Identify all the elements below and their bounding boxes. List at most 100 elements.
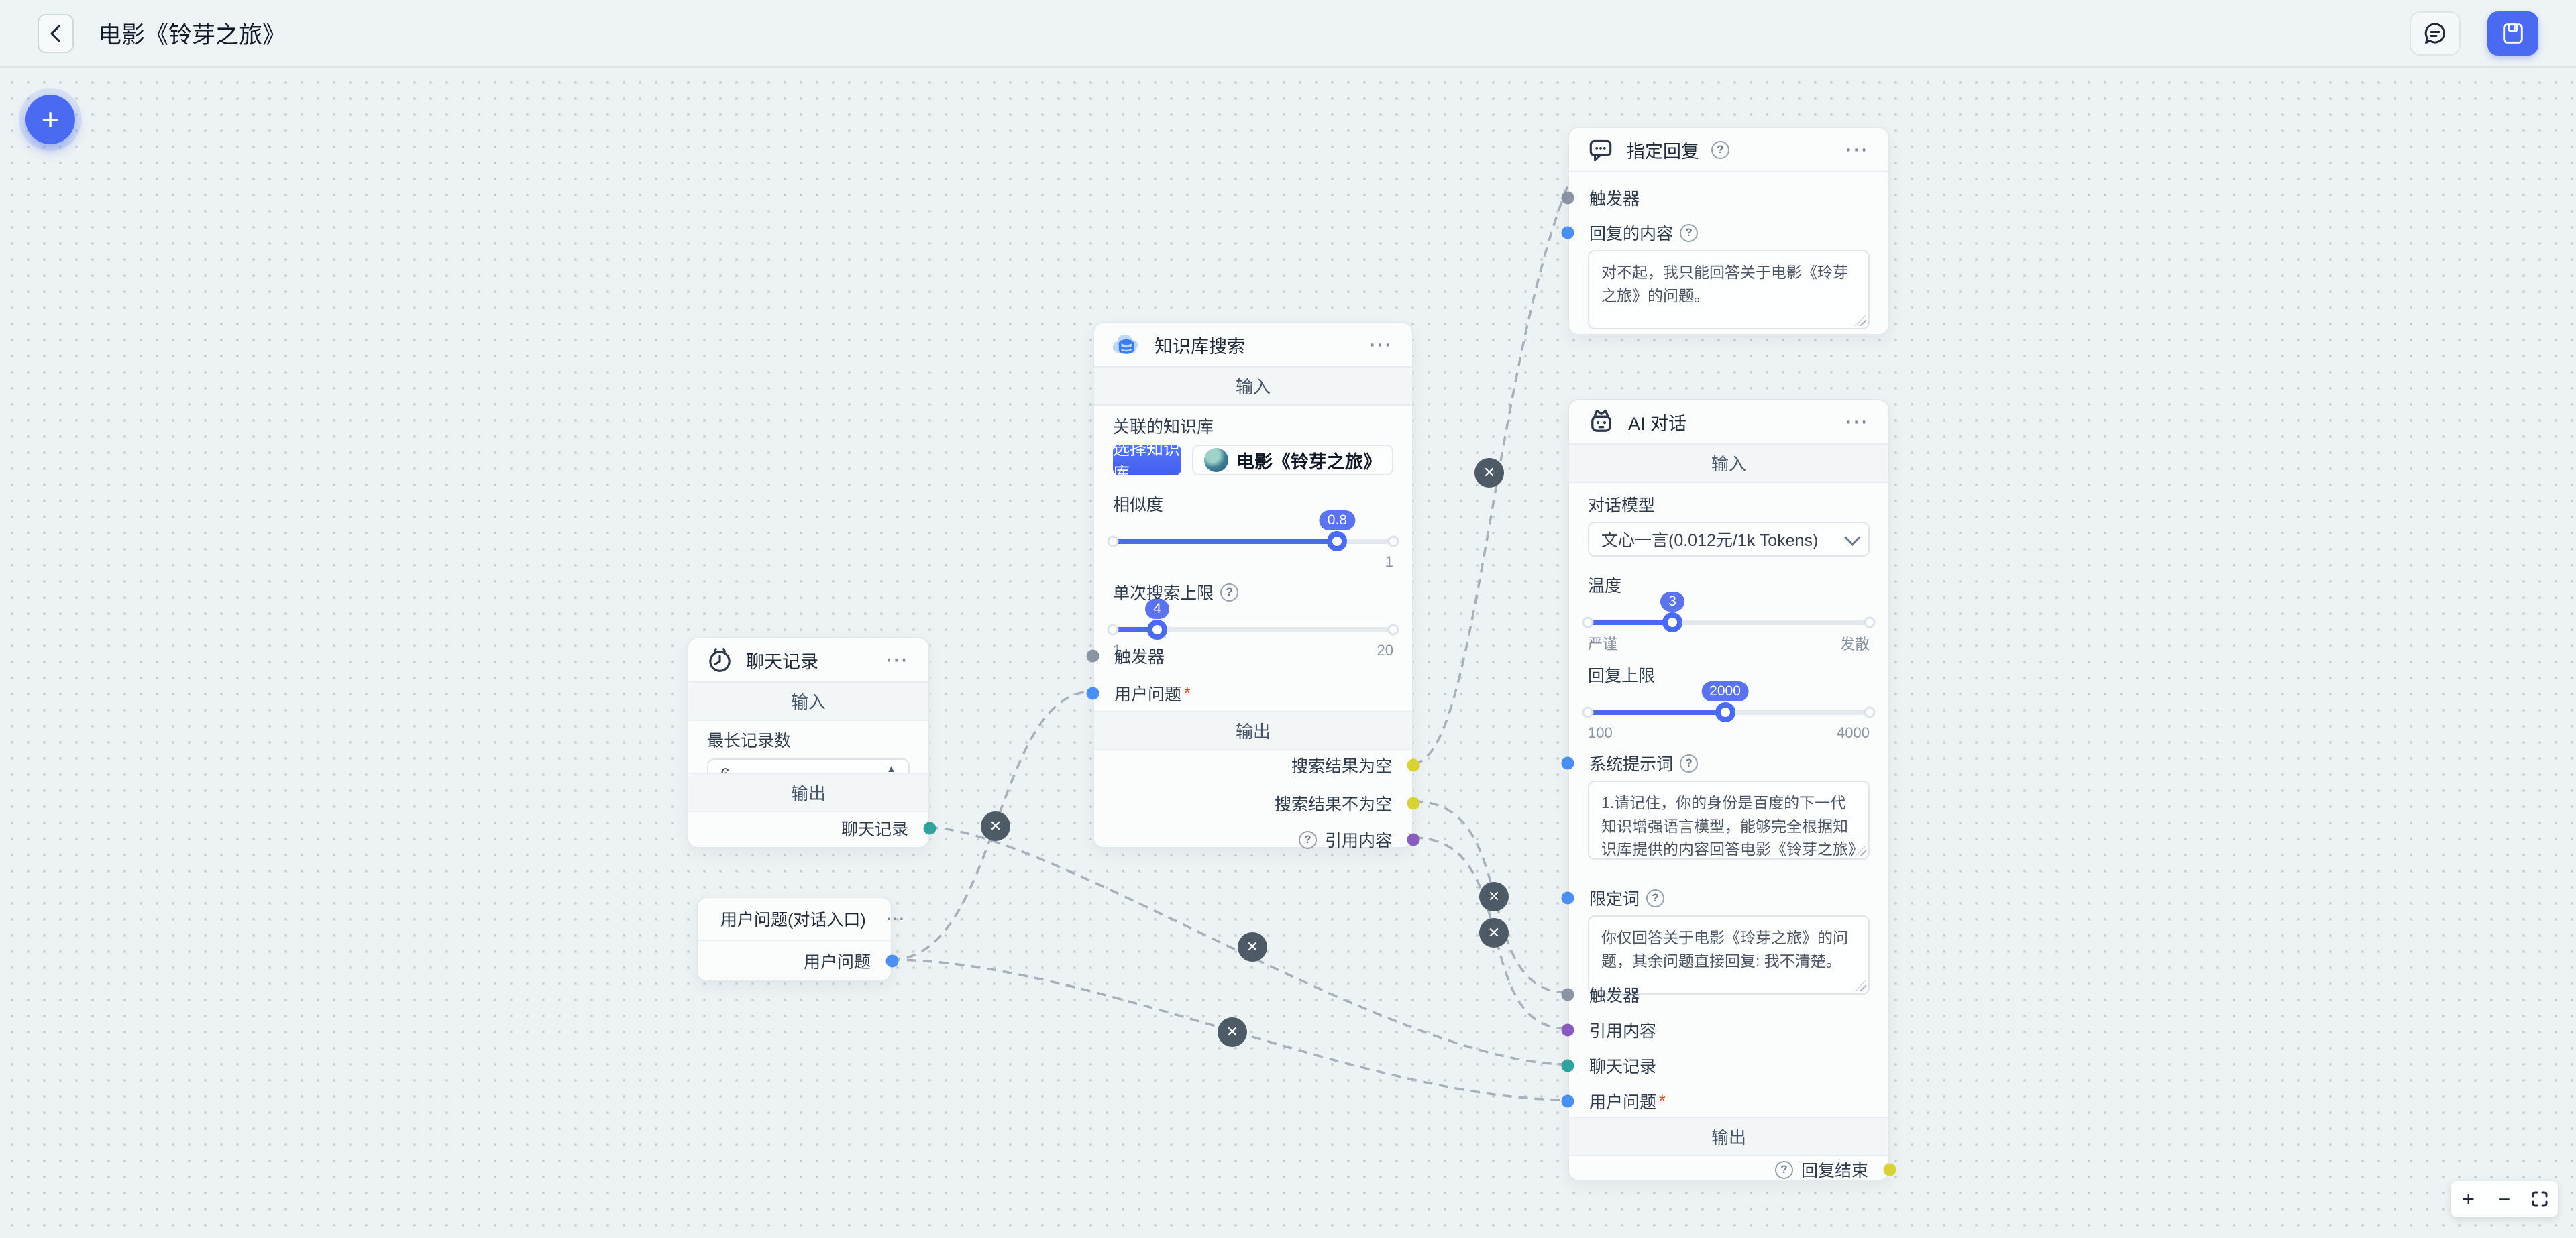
top-bar: 电影《铃芽之旅》 [0, 0, 2576, 68]
trigger-input-port[interactable] [1561, 191, 1574, 205]
edge-delete-button[interactable]: ✕ [1238, 932, 1267, 962]
chevron-down-icon [1844, 529, 1861, 546]
node-menu-button[interactable]: ⋯ [1368, 331, 1393, 357]
select-kb-button[interactable]: 选择知识库 [1113, 440, 1181, 483]
edge-delete-button[interactable]: ✕ [1474, 458, 1504, 488]
slider-handle[interactable] [1147, 620, 1168, 640]
qualifier-input-port[interactable] [1561, 891, 1574, 905]
output-section-header: 输出 [688, 773, 928, 812]
add-node-button[interactable]: + [25, 95, 75, 144]
input-section-header: 输入 [1094, 368, 1412, 406]
chat-test-button[interactable] [2410, 11, 2461, 56]
zoom-out-button[interactable]: − [2498, 1187, 2511, 1211]
trigger-label: 触发器 [1589, 190, 1640, 209]
node-chat-history[interactable]: 聊天记录 ⋯ 输入 最长记录数 6 ▲ ▼ 输出 聊天记录 [687, 637, 936, 848]
question-input-port[interactable] [1561, 1094, 1574, 1108]
reply-cap-slider[interactable]: 2000 [1582, 681, 1876, 724]
node-user-question[interactable]: 用户问题(对话入口) ⋯ 用户问题 [696, 897, 905, 982]
user-question-output-label: 用户问题 [803, 953, 871, 972]
search-not-empty-port-row: 搜索结果不为空 [1094, 786, 1420, 821]
edge-delete-button[interactable]: ✕ [1218, 1017, 1247, 1047]
kb-chip[interactable]: 电影《铃芽之旅》 [1192, 445, 1393, 475]
quote-output-port[interactable] [1407, 833, 1420, 846]
output-port-row: 聊天记录 [688, 811, 936, 846]
similarity-slider[interactable]: 0.8 [1107, 510, 1399, 553]
slider-handle[interactable] [1327, 531, 1348, 551]
chat-bubble-icon [2424, 22, 2445, 44]
quote-port-row: 引用内容 [1561, 1013, 1888, 1048]
node-title: 用户问题(对话入口) [720, 911, 866, 930]
node-ai-chat[interactable]: AI 对话 ⋯ 输入 对话模型 文心一言(0.012元/1k Tokens) 温… [1561, 399, 1896, 1181]
output-section-header: 输出 [1569, 1117, 1888, 1156]
knowledge-base-icon [1112, 334, 1138, 354]
search-limit-max-label: 20 [1377, 642, 1393, 659]
similarity-label: 相似度 [1113, 496, 1164, 514]
temperature-slider[interactable]: 3 [1582, 592, 1876, 634]
search-not-empty-output-port[interactable] [1407, 797, 1420, 810]
qualifier-textarea[interactable]: 你仅回答关于电影《玲芽之旅》的问题，其余问题直接回复: 我不清楚。 [1588, 915, 1870, 995]
clock-icon [709, 648, 731, 672]
fit-view-button[interactable] [2525, 1181, 2555, 1217]
slider-handle[interactable] [1715, 702, 1735, 722]
quote-input-port[interactable] [1561, 1023, 1574, 1037]
trigger-port-row: 触发器 [1086, 638, 1412, 673]
model-select[interactable]: 文心一言(0.012元/1k Tokens) [1588, 522, 1870, 557]
chat-history-output-port[interactable] [923, 822, 936, 835]
trigger-input-port[interactable] [1561, 988, 1574, 1001]
node-header: 用户问题(对话入口) ⋯ [698, 898, 905, 941]
node-menu-button[interactable]: ⋯ [1845, 136, 1870, 162]
user-question-output-port[interactable] [885, 954, 899, 968]
slider-handle[interactable] [1662, 612, 1682, 632]
trigger-input-port[interactable] [1086, 649, 1099, 663]
node-kb-search[interactable]: 知识库搜索 ⋯ 输入 关联的知识库 选择知识库 电影《铃芽之旅》 相似度 0.8… [1086, 322, 1420, 850]
system-prompt-port-row: 系统提示词 ? [1561, 746, 1888, 781]
quote-label: 引用内容 [1324, 832, 1392, 850]
question-port-row: 用户问题 * [1086, 676, 1412, 711]
question-input-port[interactable] [1086, 687, 1099, 700]
slider-track[interactable] [1107, 531, 1399, 551]
node-fixed-reply[interactable]: 指定回复 ? ⋯ 触发器 回复的内容 ? 对不起，我只能回答关于电影《玲芽之旅》… [1561, 127, 1890, 335]
help-icon[interactable]: ? [1220, 583, 1239, 602]
help-icon[interactable]: ? [1298, 830, 1317, 849]
node-menu-button[interactable]: ⋯ [885, 646, 910, 673]
qualifier-wrap: 你仅回答关于电影《玲芽之旅》的问题，其余问题直接回复: 我不清楚。 [1588, 915, 1870, 998]
node-title: 知识库搜索 [1155, 336, 1245, 357]
system-prompt-input-port[interactable] [1561, 756, 1574, 770]
history-input-port[interactable] [1561, 1059, 1574, 1072]
help-icon[interactable]: ? [1680, 754, 1699, 773]
search-limit-slider[interactable]: 4 [1107, 599, 1399, 642]
reply-end-output-port[interactable] [1883, 1163, 1896, 1176]
node-header: AI 对话 ⋯ [1569, 400, 1888, 445]
system-prompt-textarea[interactable]: 1.请记住，你的身份是百度的下一代知识增强语言模型，能够完全根据知识库提供的内容… [1588, 781, 1870, 860]
help-icon[interactable]: ? [1711, 140, 1729, 159]
edge-delete-button[interactable]: ✕ [1479, 918, 1509, 948]
reply-content-textarea[interactable]: 对不起，我只能回答关于电影《玲芽之旅》的问题。 [1588, 250, 1870, 329]
temperature-label: 温度 [1588, 577, 1622, 596]
slider-track[interactable] [1107, 620, 1399, 640]
trigger-port-row: 触发器 [1561, 977, 1888, 1012]
edge-delete-button[interactable]: ✕ [981, 811, 1010, 841]
model-label: 对话模型 [1588, 496, 1656, 515]
slider-track[interactable] [1582, 702, 1876, 722]
reply-content-wrap: 对不起，我只能回答关于电影《玲芽之旅》的问题。 [1588, 250, 1870, 333]
edge-delete-button[interactable]: ✕ [1479, 882, 1509, 911]
chat-history-output-label: 聊天记录 [841, 820, 908, 839]
back-button[interactable] [38, 13, 74, 53]
qualifier-port-row: 限定词 ? [1561, 881, 1888, 915]
node-menu-button[interactable]: ⋯ [885, 908, 907, 929]
zoom-in-button[interactable]: + [2462, 1187, 2475, 1211]
save-button[interactable] [2487, 11, 2538, 56]
quote-label: 引用内容 [1589, 1022, 1657, 1041]
node-header: 聊天记录 ⋯ [688, 638, 928, 683]
reply-end-label: 回复结束 [1801, 1162, 1868, 1180]
search-empty-output-port[interactable] [1407, 758, 1420, 772]
help-icon[interactable]: ? [1680, 223, 1699, 242]
chevron-left-icon [50, 24, 60, 42]
reply-content-input-port[interactable] [1561, 226, 1574, 239]
slider-track[interactable] [1582, 612, 1876, 632]
help-icon[interactable]: ? [1774, 1160, 1793, 1179]
required-mark: * [1184, 683, 1191, 703]
node-menu-button[interactable]: ⋯ [1845, 408, 1870, 435]
question-label: 用户问题 [1114, 685, 1182, 704]
help-icon[interactable]: ? [1646, 889, 1665, 907]
